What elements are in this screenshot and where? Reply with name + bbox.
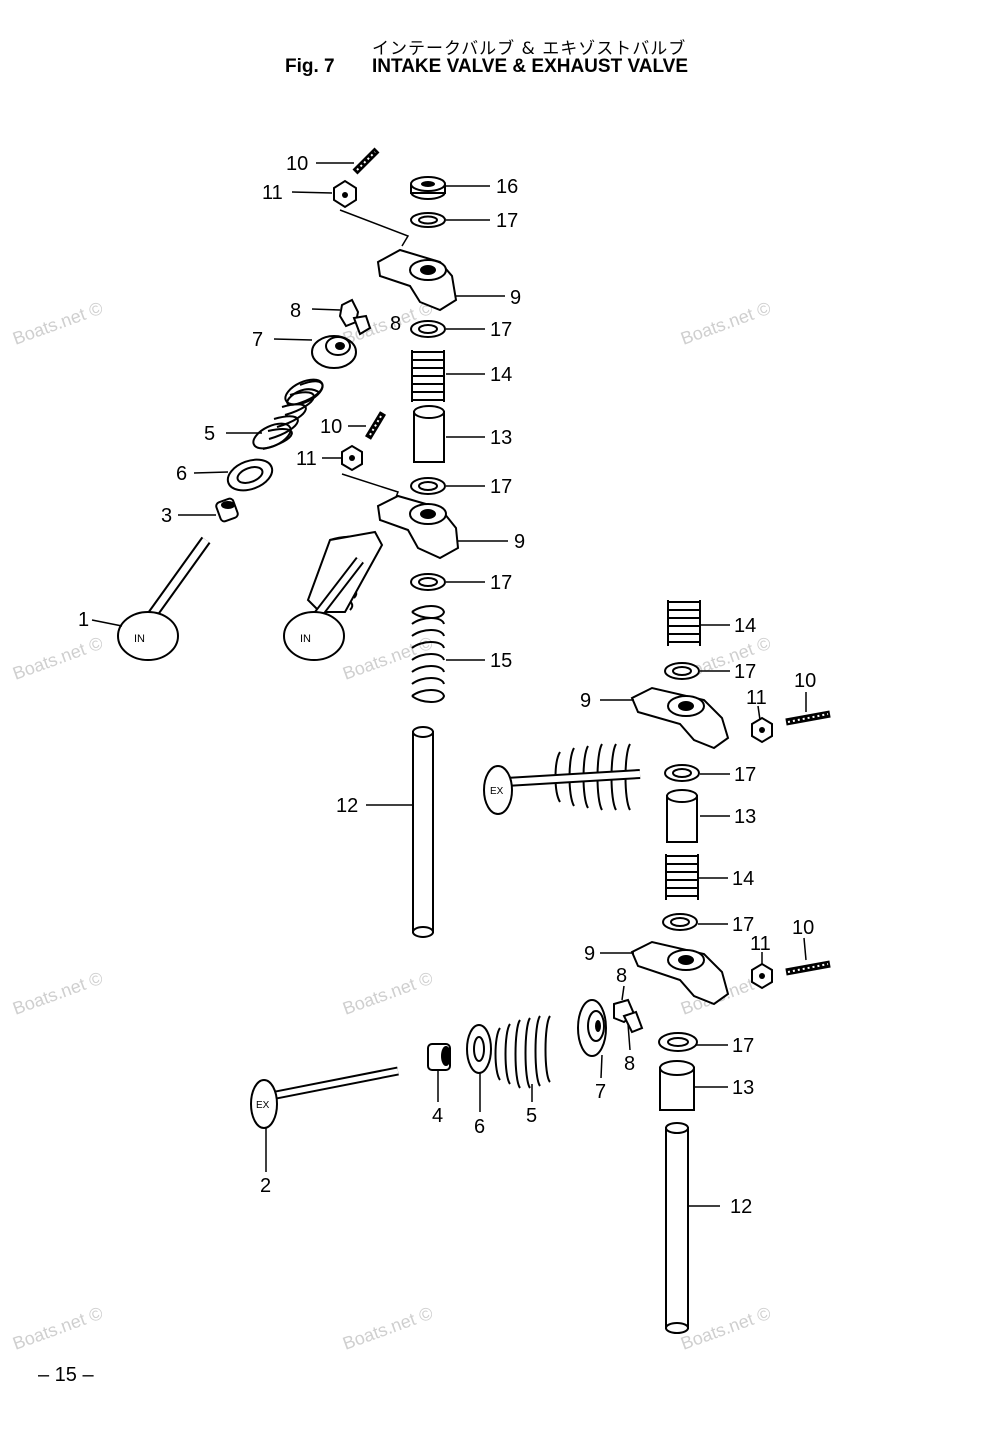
callout-6: 6 <box>176 463 187 485</box>
callout-12: 12 <box>730 1196 752 1218</box>
callout-17: 17 <box>490 476 512 498</box>
callout-17: 17 <box>496 210 518 232</box>
cotter <box>338 298 372 336</box>
callout-10: 10 <box>286 153 308 175</box>
callout-7: 7 <box>595 1081 606 1103</box>
exhaust-valve-assembly: EX <box>483 743 641 815</box>
callout-13: 13 <box>732 1077 754 1099</box>
spacer-collar <box>666 789 698 843</box>
callout-17: 17 <box>490 319 512 341</box>
callout-14: 14 <box>732 868 754 890</box>
callout-17: 17 <box>732 914 754 936</box>
callout-3: 3 <box>161 505 172 527</box>
valve-spring <box>494 1015 551 1089</box>
valve-marking: IN <box>134 633 145 645</box>
cotter <box>613 998 644 1034</box>
figure-label: Fig. 7 <box>285 56 335 77</box>
figure-title: INTAKE VALVE & EXHAUST VALVE <box>372 56 688 77</box>
callout-15: 15 <box>490 650 512 672</box>
adjust-screw <box>785 960 831 976</box>
callout-7: 7 <box>252 329 263 351</box>
callout-10: 10 <box>320 416 342 438</box>
callout-5: 5 <box>204 423 215 445</box>
callout-8: 8 <box>390 313 401 335</box>
rocker-spring <box>665 854 699 900</box>
callout-9: 9 <box>514 531 525 553</box>
rocker-arm <box>376 248 458 312</box>
lock-nut <box>751 962 773 990</box>
spring-seat <box>226 458 274 492</box>
callout-12: 12 <box>336 795 358 817</box>
callout-14: 14 <box>734 615 756 637</box>
washer <box>664 764 700 782</box>
rocker-spring <box>667 600 701 646</box>
spacer-collar <box>413 405 445 463</box>
callout-2: 2 <box>260 1175 271 1197</box>
rocker-spring <box>411 350 445 402</box>
callout-8: 8 <box>290 300 301 322</box>
callout-9: 9 <box>580 690 591 712</box>
callouts: 10 11 16 17 9 8 8 7 17 14 5 10 13 6 11 1… <box>78 153 816 1218</box>
callout-11: 11 <box>750 933 771 955</box>
callout-11: 11 <box>262 182 283 204</box>
japanese-title: インテークバルブ & エキゾストバルブ <box>372 39 687 59</box>
valve-marking: EX <box>256 1100 270 1111</box>
callout-5: 5 <box>526 1105 537 1127</box>
lock-nut <box>341 444 363 472</box>
callout-11: 11 <box>746 687 767 709</box>
rocker-arm <box>630 686 730 750</box>
callout-8: 8 <box>624 1053 635 1075</box>
rocker-arm <box>630 940 730 1006</box>
exhaust-valve: EX <box>250 1066 399 1129</box>
callout-13: 13 <box>490 427 512 449</box>
callout-16: 16 <box>496 176 518 198</box>
callout-9: 9 <box>584 943 595 965</box>
rocker-shaft <box>665 1122 689 1334</box>
callout-11: 11 <box>296 448 317 470</box>
stem-seal <box>427 1043 451 1071</box>
spring-retainer <box>311 335 357 369</box>
intake-valve-assembly: IN <box>283 530 384 661</box>
callout-4: 4 <box>432 1105 443 1127</box>
lock-nut <box>751 716 773 744</box>
callout-6: 6 <box>474 1116 485 1138</box>
stem-seal <box>215 497 239 523</box>
intake-valve: IN <box>117 536 211 661</box>
adjust-screw <box>785 710 831 726</box>
washer <box>664 662 700 680</box>
washer <box>410 477 446 495</box>
rocker-shaft <box>412 726 434 938</box>
adjust-screw <box>364 411 387 440</box>
washer <box>410 212 446 228</box>
long-spring <box>411 605 446 703</box>
callout-10: 10 <box>794 670 816 692</box>
callout-8: 8 <box>616 965 627 987</box>
callout-17: 17 <box>734 661 756 683</box>
callout-17: 17 <box>490 572 512 594</box>
valve-marking: EX <box>490 786 504 797</box>
lock-nut <box>333 179 357 209</box>
rocker-arm <box>376 494 460 560</box>
spacer-collar <box>659 1060 695 1111</box>
callout-14: 14 <box>490 364 512 386</box>
callout-17: 17 <box>734 764 756 786</box>
adjust-screw <box>352 147 380 175</box>
callout-13: 13 <box>734 806 756 828</box>
washer <box>410 573 446 591</box>
washer <box>658 1032 698 1052</box>
page-number: – 15 – <box>38 1364 94 1386</box>
spring-retainer <box>577 999 607 1057</box>
collar <box>410 176 446 200</box>
spring-seat <box>466 1024 492 1074</box>
washer <box>410 320 446 338</box>
valve-spring <box>252 378 324 450</box>
callout-10: 10 <box>792 917 814 939</box>
leader-lines <box>91 162 807 1207</box>
valve-marking: IN <box>300 633 311 645</box>
callout-9: 9 <box>510 287 521 309</box>
callout-17: 17 <box>732 1035 754 1057</box>
callout-1: 1 <box>78 609 89 631</box>
washer <box>662 913 698 931</box>
